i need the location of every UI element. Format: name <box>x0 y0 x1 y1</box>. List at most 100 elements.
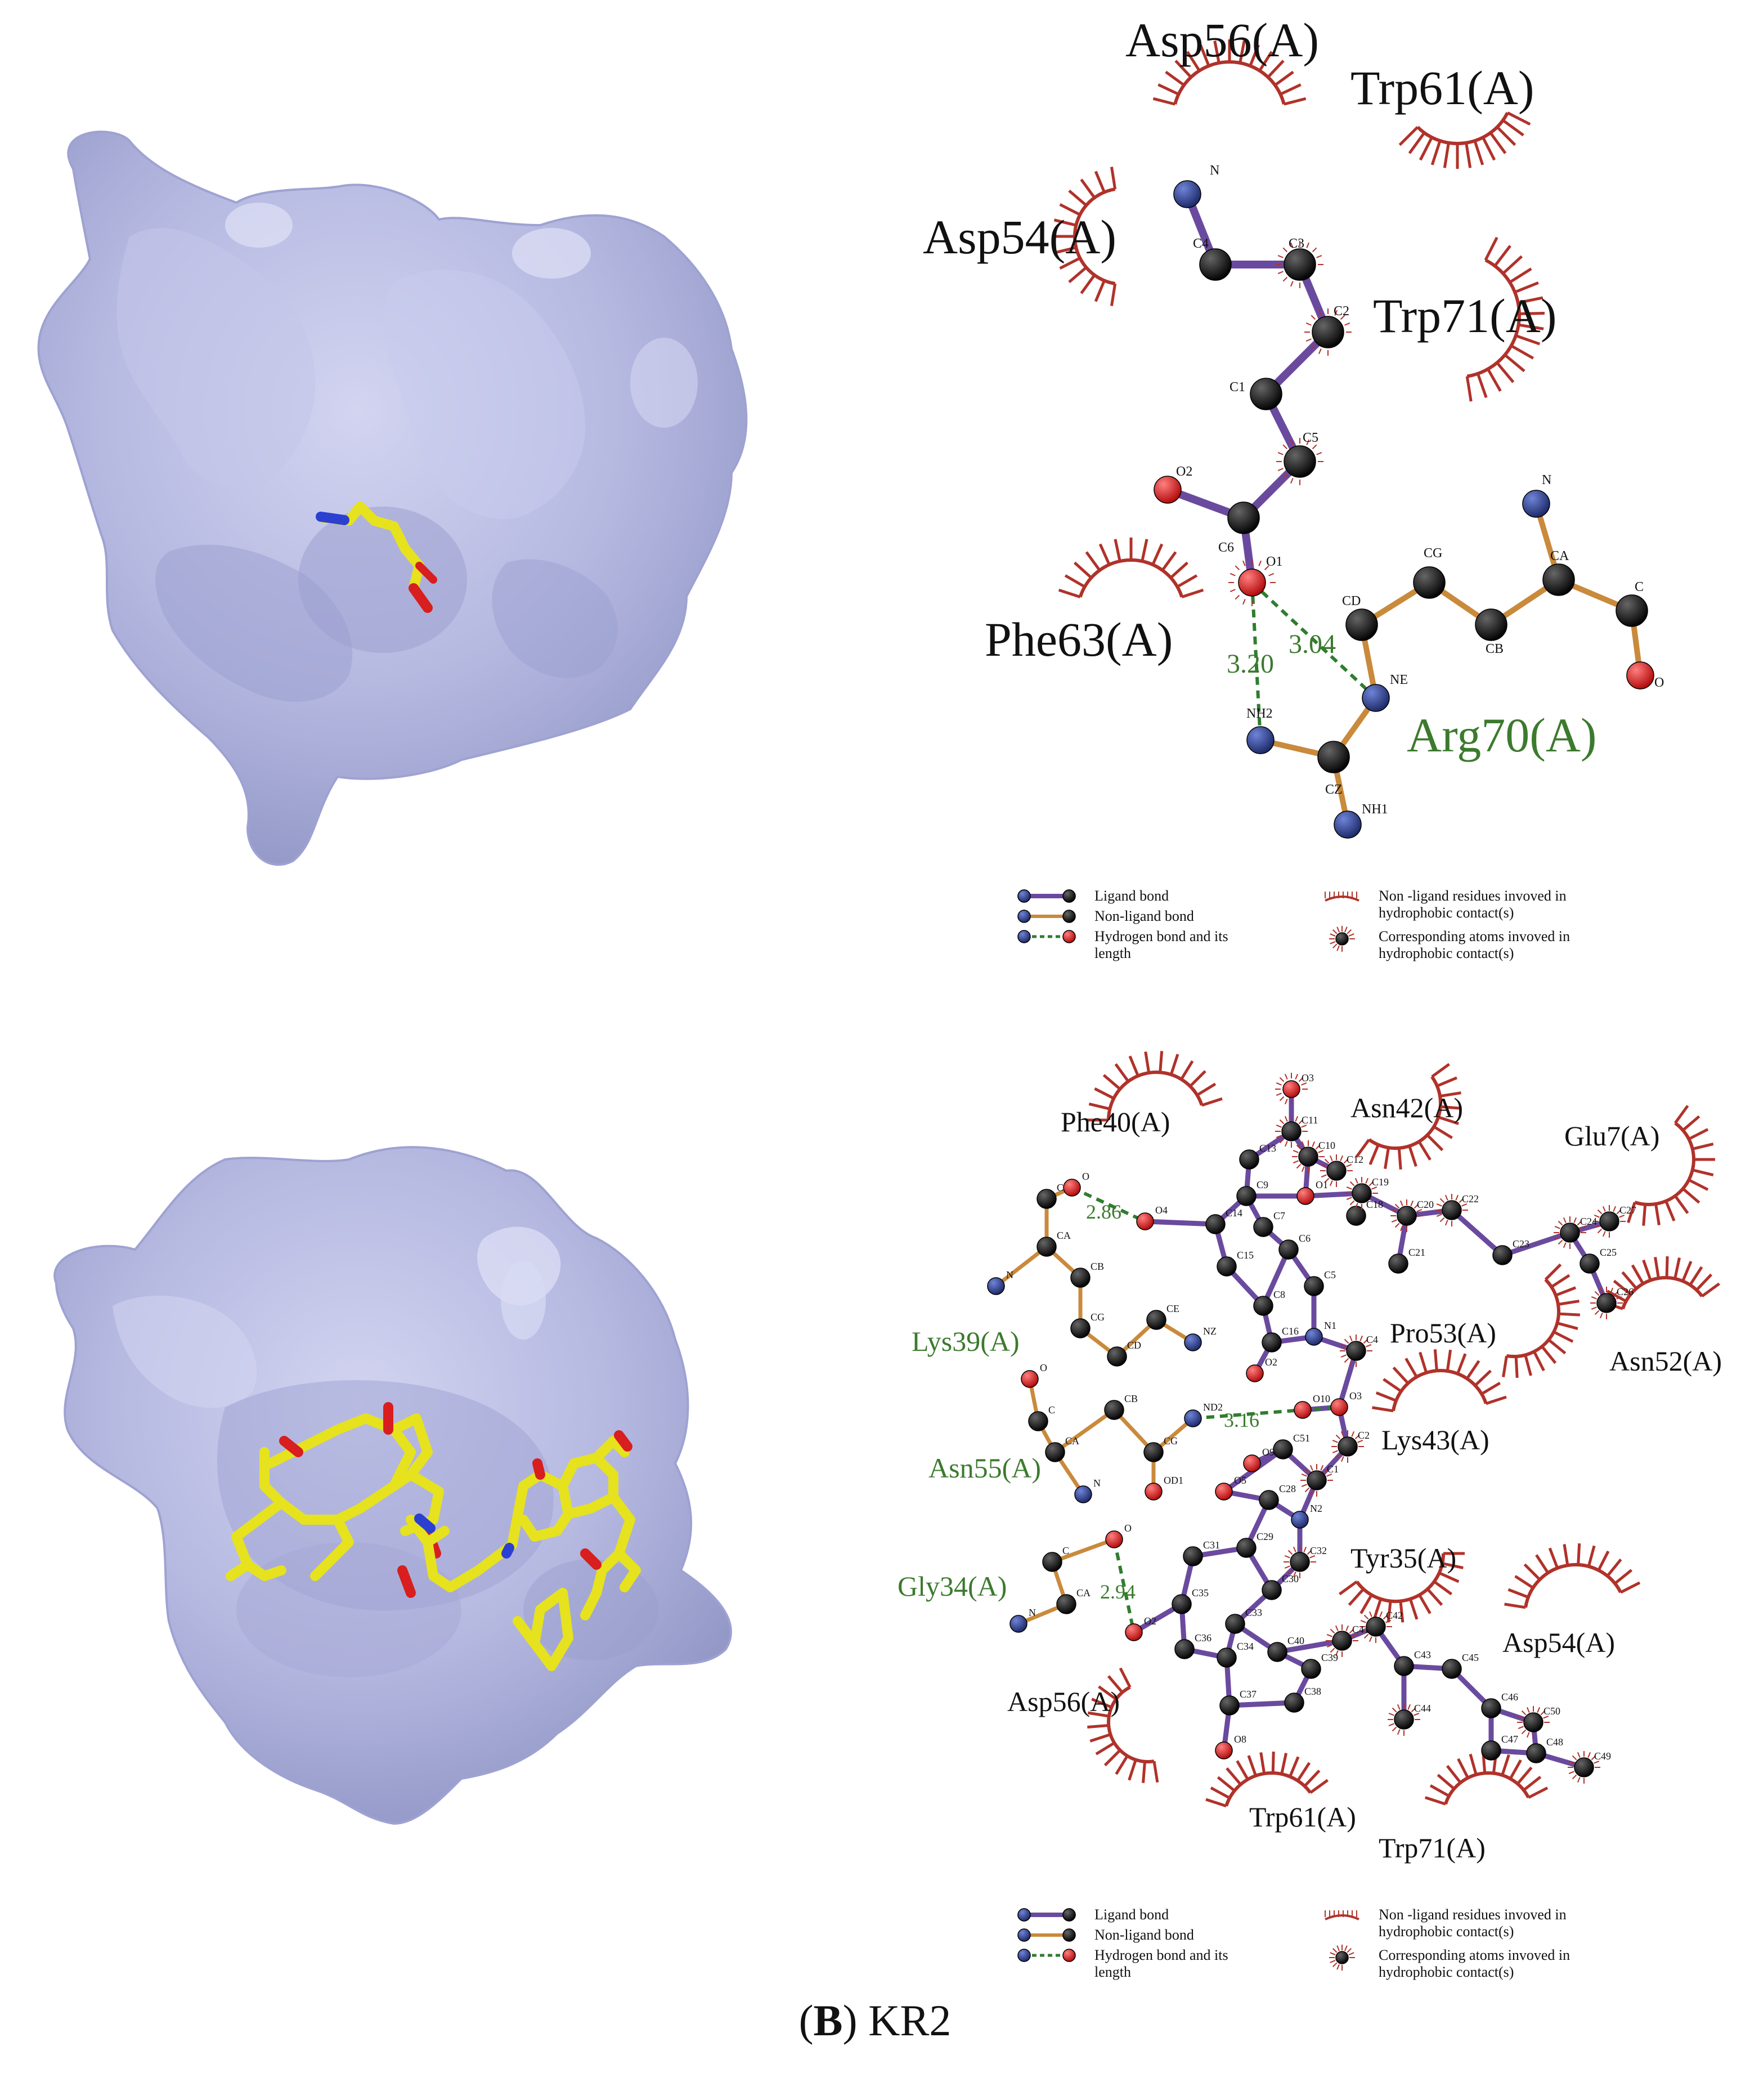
atom-C23 <box>1492 1245 1513 1265</box>
hbond-label-bot-2: 3.16 <box>1224 1409 1259 1431</box>
residue-label-top: Asp56(A) <box>1125 13 1319 67</box>
atom-Nc <box>1009 1615 1027 1633</box>
arc-asn52 <box>1602 1256 1720 1310</box>
atom-C13 <box>1239 1149 1259 1170</box>
contact-spokes <box>1320 1154 1353 1187</box>
ligand-bond <box>1449 1207 1505 1258</box>
legend-atom <box>1062 1949 1076 1962</box>
contact-spokes <box>1388 1703 1420 1736</box>
atom-CAb <box>1045 1442 1065 1462</box>
atom-O2a <box>1246 1364 1264 1382</box>
atom-C <box>1036 1189 1057 1209</box>
atom-CA <box>1036 1237 1057 1257</box>
atom-CGb <box>1143 1442 1164 1462</box>
atom-label: C8 <box>1273 1289 1285 1300</box>
contact-spokes <box>1292 1140 1325 1173</box>
atom-label: C32 <box>1310 1545 1327 1556</box>
residue-label-top: Arg70(A) <box>1407 708 1597 762</box>
atom-C21 <box>1388 1253 1408 1274</box>
atom-label: C35 <box>1192 1587 1209 1598</box>
atom-CB <box>1475 608 1507 641</box>
legend-atom <box>1062 1928 1076 1942</box>
contact-spokes <box>1275 1115 1308 1148</box>
atom-label: C13 <box>1259 1143 1276 1154</box>
hbond-bot-2 <box>1192 1405 1340 1420</box>
atom-label: O3 <box>1302 1072 1314 1083</box>
hbond-label-bot-1: 2.86 <box>1086 1201 1121 1223</box>
atom-C50 <box>1523 1712 1543 1732</box>
atom-label: C49 <box>1594 1750 1611 1762</box>
residue-label-bottom: Tyr35(A) <box>1350 1542 1456 1574</box>
atom-C1 <box>1250 378 1282 410</box>
residue-label-top: Trp61(A) <box>1350 61 1534 115</box>
arc-trp61 <box>1398 111 1531 169</box>
atom-label: CA <box>1076 1587 1091 1598</box>
atom-label: O2 <box>1176 464 1192 479</box>
atom-label: C4 <box>1193 236 1209 251</box>
atom-label: C50 <box>1543 1705 1560 1717</box>
contact-spokes <box>1517 1706 1550 1739</box>
legend-ligand-label: Ligand bond <box>1094 1906 1169 1923</box>
atom-CB <box>1070 1268 1091 1288</box>
atom-C37 <box>1219 1695 1240 1716</box>
atom-label: C36 <box>1195 1632 1211 1644</box>
atom-C6 <box>1227 502 1260 534</box>
atom-label: C5 <box>1324 1269 1336 1280</box>
atom-label: N <box>1029 1607 1036 1618</box>
arc-asp56 <box>1087 1667 1159 1783</box>
atom-Oc <box>1105 1530 1123 1548</box>
atom-C5 <box>1284 445 1316 478</box>
arc-glu7 <box>1627 1105 1715 1226</box>
atom-label: C2 <box>1334 304 1349 319</box>
atom-Ob <box>1021 1370 1039 1388</box>
atom-label: N <box>1210 163 1219 178</box>
atom-label: C1 <box>1230 380 1245 395</box>
legend-corresponding-label2: hydrophobic contact(s) <box>1379 945 1514 961</box>
atom-CAc <box>1056 1594 1076 1614</box>
atom-Nb <box>1074 1485 1092 1503</box>
atom-C48 <box>1526 1743 1546 1763</box>
atom-CBb <box>1104 1400 1124 1420</box>
legend-atom <box>1062 930 1076 943</box>
legend-hydrophobic-label2: hydrophobic contact(s) <box>1379 1923 1514 1940</box>
residue-label-bottom: Glu7(A) <box>1564 1120 1659 1152</box>
atom-label: C33 <box>1245 1607 1262 1618</box>
atom-C15 <box>1217 1256 1237 1277</box>
legend-hydrophobic-label2: hydrophobic contact(s) <box>1379 905 1514 921</box>
contact-spokes <box>1326 1624 1358 1657</box>
atom-label: NH2 <box>1246 706 1273 721</box>
arc-phe40 <box>1087 1051 1223 1122</box>
atom-label: C24 <box>1580 1216 1597 1227</box>
atom-O1 <box>1238 568 1266 597</box>
atom-C6 <box>1278 1239 1299 1260</box>
atom-CZ <box>1317 741 1350 773</box>
atom-label: C19 <box>1372 1176 1389 1188</box>
atom-label: C3 <box>1289 236 1304 251</box>
residue-label-bottom: Asn42(A) <box>1350 1092 1463 1123</box>
atom-label: C39 <box>1321 1652 1338 1663</box>
atom-label: C27 <box>1619 1205 1636 1216</box>
atom-C33 <box>1225 1614 1245 1634</box>
atom-C12 <box>1326 1161 1347 1181</box>
atom-label: O9 <box>1262 1447 1275 1458</box>
atom-C34 <box>1217 1647 1237 1668</box>
atom-label: C22 <box>1462 1193 1479 1205</box>
atom-C42 <box>1366 1617 1386 1637</box>
atom-label: CA <box>1057 1230 1071 1241</box>
atom-C16 <box>1262 1332 1282 1353</box>
atom-label: N1 <box>1324 1320 1336 1331</box>
atom-label: C26 <box>1617 1286 1634 1297</box>
atom-C47 <box>1481 1740 1501 1761</box>
atom-O10 <box>1294 1401 1312 1419</box>
atom-C14 <box>1205 1214 1226 1234</box>
atom-OD1 <box>1145 1483 1163 1501</box>
atom-label: C46 <box>1501 1691 1518 1703</box>
legend-ligand-label: Ligand bond <box>1094 888 1169 904</box>
atom-C11 <box>1281 1121 1302 1141</box>
residue-label-bottom: Asn52(A) <box>1609 1345 1722 1377</box>
atom-label: N2 <box>1310 1503 1322 1514</box>
atom-label: O2 <box>1265 1356 1277 1368</box>
legend-contact-spokes <box>1329 1945 1355 1971</box>
atom-label: CB <box>1486 642 1504 656</box>
